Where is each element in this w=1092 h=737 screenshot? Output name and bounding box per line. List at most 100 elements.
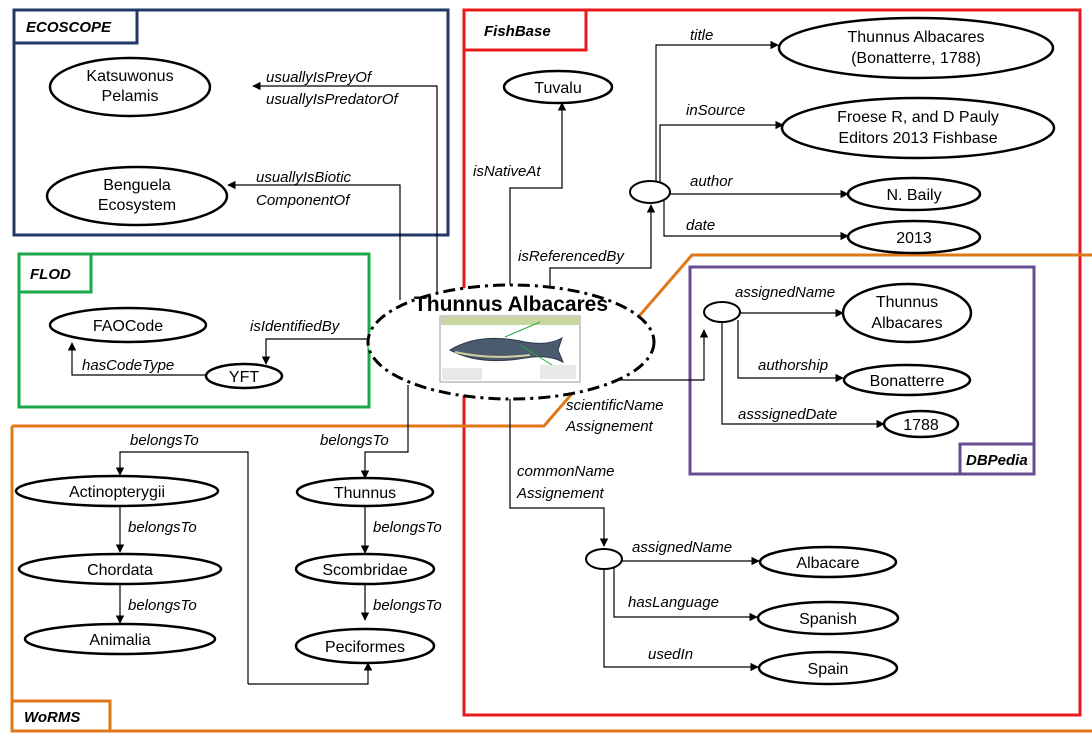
node-katsuwonus xyxy=(48,56,212,118)
label-belongs-3: belongsTo xyxy=(128,519,197,536)
label-codetype: hasCodeType xyxy=(82,357,174,374)
label-date: date xyxy=(686,217,715,234)
label-belongs-6: belongsTo xyxy=(373,597,442,614)
node-faocode xyxy=(48,306,208,344)
fishbase-label: FishBase xyxy=(484,23,551,40)
edge-peciformes-connector xyxy=(248,662,373,685)
node-peciformes-text: Peciformes xyxy=(325,639,405,656)
edge-prey-predator xyxy=(252,81,438,300)
node-katsuwonus-line2: Pelamis xyxy=(102,88,159,105)
edge-date xyxy=(663,200,849,241)
edge-belongs-thunnus xyxy=(360,385,409,479)
node-blank-dbpedia xyxy=(703,301,741,323)
edge-in-source xyxy=(659,120,784,183)
label-common-assigned-name: assignedName xyxy=(632,539,732,556)
flod-label-box xyxy=(17,252,93,294)
edge-common-name xyxy=(509,385,609,547)
node-blank-common xyxy=(585,548,623,570)
label-sciname-1: scientificName xyxy=(566,397,664,414)
label-belongs-2: belongsTo xyxy=(320,432,389,449)
node-albacare xyxy=(758,545,898,579)
flod-panel xyxy=(17,252,371,409)
node-db-date xyxy=(882,409,960,439)
node-actinopterygii xyxy=(14,474,220,508)
worms-label-box xyxy=(10,699,112,733)
label-authorship: authorship xyxy=(758,357,828,374)
label-biotic-1: usuallyIsBiotic xyxy=(256,169,352,186)
node-title-value-line1: Thunnus Albacares xyxy=(848,29,985,46)
node-author-value-text: N. Baily xyxy=(886,187,941,204)
label-biotic-2: ComponentOf xyxy=(256,192,351,209)
edge-used-in xyxy=(603,569,759,672)
edge-is-native-at xyxy=(509,102,567,300)
label-db-assigned-name: assignedName xyxy=(735,284,835,301)
label-insource: inSource xyxy=(686,102,745,119)
node-animalia-text: Animalia xyxy=(89,632,150,649)
node-thunnus-text: Thunnus xyxy=(334,485,396,502)
node-yft xyxy=(204,362,284,390)
node-spain-text: Spain xyxy=(808,661,849,678)
worms-label: WoRMS xyxy=(24,709,80,726)
dbpedia-label: DBPedia xyxy=(966,452,1028,469)
node-source-value-line2: Editors 2013 Fishbase xyxy=(838,130,997,147)
node-blank-fishbase xyxy=(629,180,671,204)
node-katsuwonus-line1: Katsuwonus xyxy=(86,68,173,85)
node-date-value-text: 2013 xyxy=(896,230,932,247)
node-albacare-text: Albacare xyxy=(796,555,859,572)
fishbase-label-box xyxy=(462,8,588,52)
edge-has-language xyxy=(613,568,758,622)
node-scombridae xyxy=(294,552,436,586)
node-db-name-line2: Albacares xyxy=(871,315,942,332)
node-db-name xyxy=(841,282,973,344)
edge-assigned-date xyxy=(721,323,885,429)
label-native: isNativeAt xyxy=(473,163,541,180)
node-yft-text: YFT xyxy=(229,369,259,386)
central-title: Thunnus Albacares xyxy=(414,293,608,316)
label-has-language: hasLanguage xyxy=(628,594,719,611)
node-tuvalu xyxy=(502,69,614,105)
node-benguela-line2: Ecosystem xyxy=(98,197,176,214)
node-peciformes xyxy=(294,627,436,665)
edge-title xyxy=(655,40,779,183)
node-chordata xyxy=(17,552,223,586)
node-spain xyxy=(757,650,899,686)
ecoscope-label: ECOSCOPE xyxy=(26,19,112,36)
node-actinopterygii-text: Actinopterygii xyxy=(69,484,165,501)
label-identified: isIdentifiedBy xyxy=(250,318,341,335)
tuna-image xyxy=(439,315,581,383)
label-referenced: isReferencedBy xyxy=(518,248,625,265)
label-prey: usuallyIsPreyOf xyxy=(266,69,373,86)
dbpedia-label-box xyxy=(958,442,1036,476)
node-source-value-line1: Froese R, and D Pauly xyxy=(837,109,999,126)
node-scombridae-text: Scombridae xyxy=(322,562,407,579)
node-faocode-text: FAOCode xyxy=(93,318,163,335)
node-tuvalu-text: Tuvalu xyxy=(534,80,581,97)
edge-belongs-actinopterygii xyxy=(115,451,249,684)
label-predator: usuallyIsPredatorOf xyxy=(266,91,400,108)
node-db-date-text: 1788 xyxy=(903,417,939,434)
node-date-value xyxy=(846,219,982,255)
label-common-2: Assignement xyxy=(516,485,605,502)
node-title-value xyxy=(777,16,1055,80)
node-author-value xyxy=(846,176,982,212)
label-belongs-4: belongsTo xyxy=(128,597,197,614)
node-spanish-text: Spanish xyxy=(799,611,857,628)
label-assigned-date: asssignedDate xyxy=(738,406,837,423)
label-belongs-5: belongsTo xyxy=(373,519,442,536)
edge-is-referenced-by xyxy=(549,204,656,300)
edge-has-code-type xyxy=(67,342,206,376)
node-benguela-line1: Benguela xyxy=(103,177,171,194)
edge-authorship xyxy=(737,320,844,383)
node-source-value xyxy=(780,96,1056,160)
node-title-value-line2: (Bonatterre, 1788) xyxy=(851,50,981,67)
node-spanish xyxy=(756,600,900,636)
label-common-1: commonName xyxy=(517,463,615,480)
node-db-name-line1: Thunnus xyxy=(876,294,938,311)
node-animalia xyxy=(23,622,217,656)
label-belongs-1: belongsTo xyxy=(130,432,199,449)
flod-label: FLOD xyxy=(30,266,71,283)
label-sciname-2: Assignement xyxy=(565,418,654,435)
label-title: title xyxy=(690,27,713,44)
ecoscope-panel xyxy=(12,8,450,237)
